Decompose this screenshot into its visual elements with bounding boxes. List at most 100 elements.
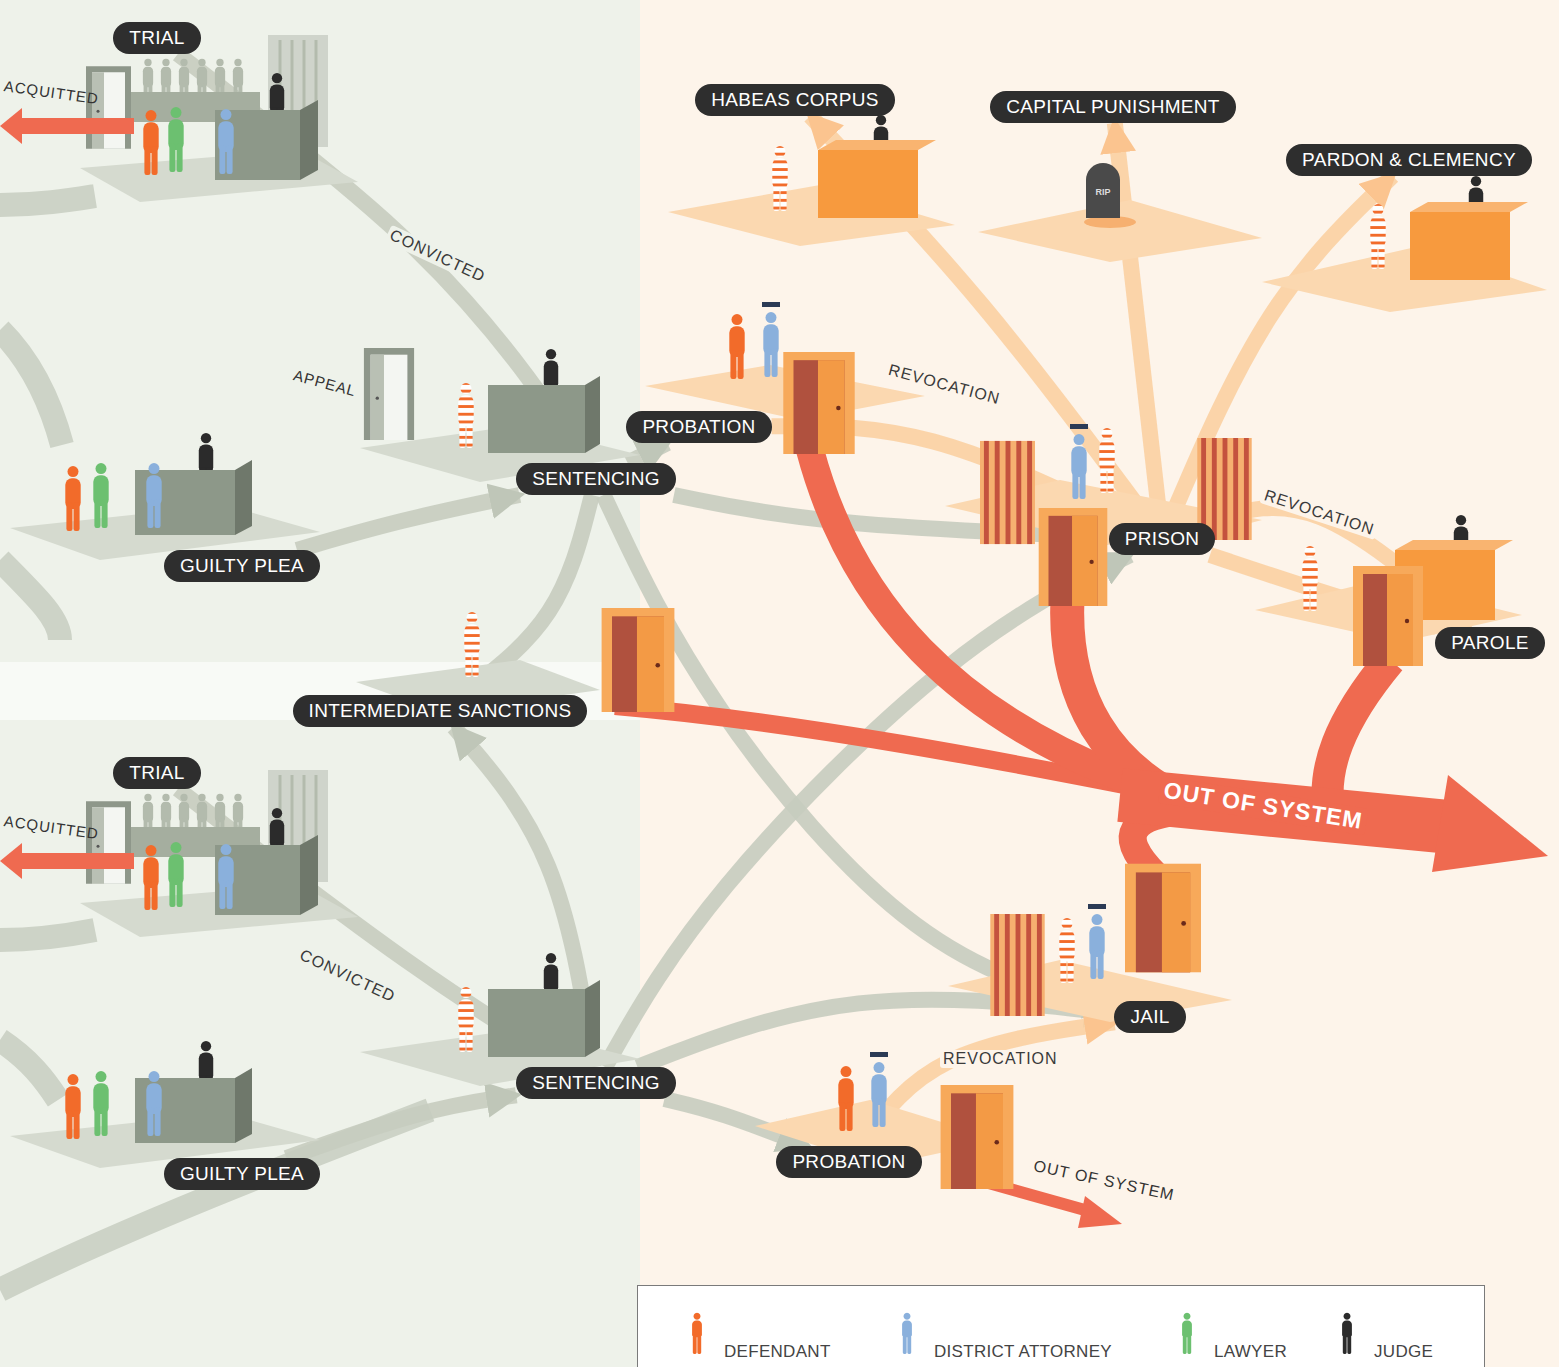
arrow-head bbox=[0, 108, 22, 144]
exit-arrow-head bbox=[1078, 1196, 1122, 1228]
illustration-part bbox=[783, 352, 854, 454]
corrections-region bbox=[640, 0, 1559, 1367]
illustration-part bbox=[1089, 914, 1104, 979]
plea-scene bbox=[10, 433, 320, 560]
illustration-part bbox=[980, 441, 1035, 544]
illustration-part bbox=[602, 608, 675, 712]
legend-icon bbox=[1336, 1312, 1358, 1354]
stage-name: PARDON & CLEMENCY bbox=[1302, 149, 1516, 171]
illustration-part bbox=[1302, 546, 1317, 611]
capital-scene bbox=[978, 163, 1262, 262]
stage-label: GUILTY PLEA bbox=[164, 1158, 320, 1190]
illustration-part bbox=[990, 914, 1044, 1016]
court-region bbox=[0, 0, 640, 1367]
legend-swatch bbox=[692, 1313, 702, 1354]
prison-scene bbox=[945, 424, 1262, 606]
illustration-part bbox=[941, 1085, 1014, 1189]
habeas-scene bbox=[668, 115, 955, 246]
stage-label: PROBATION bbox=[626, 411, 771, 443]
legend-text: DISTRICT ATTORNEY bbox=[934, 1342, 1112, 1362]
stage-label: JAIL bbox=[1114, 1001, 1185, 1033]
illustration-part bbox=[464, 612, 479, 677]
illustration-part bbox=[772, 146, 787, 211]
illustration-part bbox=[1039, 508, 1108, 606]
illustration-part bbox=[729, 314, 744, 379]
pardon-scene bbox=[1262, 176, 1547, 312]
acquitted-arrow bbox=[0, 108, 134, 879]
legend-text: JUDGE bbox=[1374, 1342, 1433, 1362]
edge-label: REVOCATION bbox=[940, 1050, 1061, 1068]
stage-name: PROBATION bbox=[792, 1151, 905, 1173]
legend-swatch bbox=[1182, 1313, 1192, 1354]
illustration-part bbox=[871, 1062, 886, 1127]
stage-label: PAROLE bbox=[1435, 627, 1544, 659]
stage-label: SENTENCING bbox=[516, 1067, 676, 1099]
stage-name: TRIAL bbox=[129, 762, 184, 784]
flow-label: OUT OF SYSTEM bbox=[1028, 1155, 1180, 1206]
legend-swatch bbox=[902, 1313, 912, 1354]
illustration-part bbox=[870, 1052, 888, 1057]
illustration-part bbox=[1370, 204, 1385, 269]
flow-arrow bbox=[0, 330, 62, 445]
flow-arrow bbox=[0, 1040, 58, 1100]
edge-label: CONVICTED bbox=[384, 225, 491, 287]
stage-name: PAROLE bbox=[1451, 632, 1528, 654]
stage-label: GUILTY PLEA bbox=[164, 550, 320, 582]
edge-label: REVOCATION bbox=[1259, 485, 1379, 539]
flow-arrow bbox=[628, 443, 668, 463]
flow-arrow bbox=[1115, 123, 1160, 523]
arrow-head bbox=[0, 843, 22, 879]
stage-label: PRISON bbox=[1109, 523, 1216, 555]
stage-label: TRIAL bbox=[113, 22, 200, 54]
legend-swatch bbox=[1342, 1313, 1352, 1354]
flow-arrow bbox=[297, 495, 520, 550]
legend-icon bbox=[686, 1312, 708, 1354]
stage-name: GUILTY PLEA bbox=[180, 555, 304, 577]
arrow-shaft bbox=[14, 118, 134, 134]
stage-name: CAPITAL PUNISHMENT bbox=[1006, 96, 1219, 118]
flow-label: ACQUITTED bbox=[3, 811, 100, 843]
illustration-part bbox=[1099, 428, 1114, 493]
probation-scene bbox=[755, 1052, 1013, 1189]
legend-text: LAWYER bbox=[1214, 1342, 1287, 1362]
stage-label: PARDON & CLEMENCY bbox=[1286, 144, 1532, 176]
illustration-part bbox=[1353, 566, 1423, 666]
tombstone bbox=[1086, 163, 1120, 218]
stage-label: HABEAS CORPUS bbox=[695, 84, 895, 116]
stage-label: TRIAL bbox=[113, 757, 200, 789]
jail-scene bbox=[948, 864, 1232, 1022]
stage-label: INTERMEDIATE SANCTIONS bbox=[293, 695, 588, 727]
stage-name: PRISON bbox=[1125, 528, 1200, 550]
illustration-part bbox=[1071, 434, 1086, 499]
illustration-part bbox=[1410, 212, 1510, 280]
exit-arrow-head bbox=[1432, 775, 1548, 872]
stage-name: GUILTY PLEA bbox=[180, 1163, 304, 1185]
illustration-part bbox=[1088, 904, 1106, 909]
edge-label: REVOCATION bbox=[884, 360, 1005, 409]
flow-label: OUT OF SYSTEM bbox=[1158, 776, 1368, 835]
edge-label: CONVICTED bbox=[294, 945, 401, 1007]
stage-name: HABEAS CORPUS bbox=[711, 89, 879, 111]
stage-label: CAPITAL PUNISHMENT bbox=[990, 91, 1235, 123]
flow-arrow bbox=[0, 930, 95, 940]
stage-name: SENTENCING bbox=[532, 468, 660, 490]
stage-name: SENTENCING bbox=[532, 1072, 660, 1094]
flow-arrow bbox=[0, 196, 95, 205]
plea-scene bbox=[10, 1041, 320, 1168]
flow-arrow bbox=[286, 1095, 516, 1158]
exit-flows bbox=[615, 450, 1460, 1212]
flow-arrow bbox=[0, 560, 60, 640]
illustration-part bbox=[1395, 540, 1513, 550]
illustration-part bbox=[762, 302, 780, 307]
stage-name: TRIAL bbox=[129, 27, 184, 49]
stage-label: PROBATION bbox=[776, 1146, 921, 1178]
tombstone-text: RIP bbox=[1095, 186, 1110, 199]
stage-label: SENTENCING bbox=[516, 463, 676, 495]
illustration-part bbox=[763, 312, 778, 377]
illustration-part bbox=[1125, 864, 1201, 973]
illustration-part bbox=[818, 150, 918, 218]
flow-label: ACQUITTED bbox=[3, 76, 100, 108]
stage-name: JAIL bbox=[1130, 1006, 1169, 1028]
appeal-door bbox=[364, 348, 414, 440]
illustration-part bbox=[818, 140, 936, 150]
